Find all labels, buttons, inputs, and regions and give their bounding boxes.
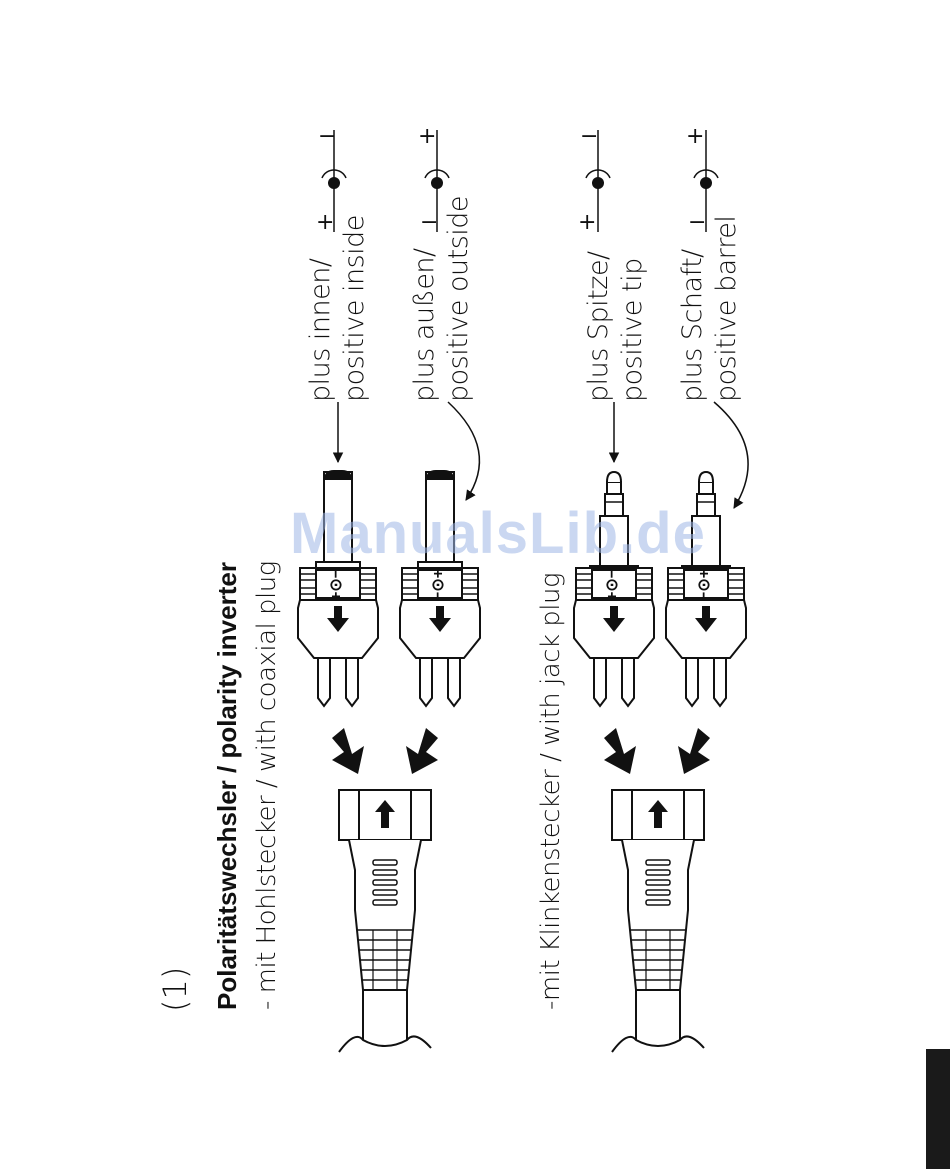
- section-number: (1): [156, 967, 194, 1012]
- receptacle-jack: [612, 790, 704, 1052]
- plug-polarity-label: −⊙+: [694, 569, 714, 601]
- plug-label: plus außen/ positive outside: [408, 196, 476, 402]
- polarity-sign: +: [578, 212, 596, 234]
- plug-label-de: plus außen/: [408, 196, 442, 402]
- insert-arrow: [332, 728, 710, 774]
- plug-label-de: plus Spitze/: [582, 251, 616, 402]
- plug-label-en: positive inside: [338, 215, 372, 402]
- polarity-sign: +: [686, 126, 704, 148]
- subtitle-coax: - mit Hohlstecker / with coaxial plug: [252, 561, 282, 1010]
- watermark: ManualsLib.de: [290, 500, 706, 567]
- plug-label-en: positive tip: [616, 251, 650, 402]
- subtitle-jack: -mit Klinkenstecker / with jack plug: [536, 573, 566, 1010]
- plug-polarity-label: +⊙−: [602, 569, 622, 601]
- page-thumb-tab: [926, 1049, 950, 1169]
- plug-label: plus Spitze/ positive tip: [582, 251, 650, 402]
- pointer-arrow: [714, 402, 748, 508]
- plug-label: plus Schaft/ positive barrel: [676, 216, 744, 402]
- receptacle-coax: [339, 790, 431, 1052]
- polarity-sign: +: [418, 126, 436, 148]
- plug-label-en: positive barrel: [710, 216, 744, 402]
- plug-label-de: plus Schaft/: [676, 216, 710, 402]
- plug-label-en: positive outside: [442, 196, 476, 402]
- page-title: Polaritätswechsler / polarity inverter: [212, 562, 243, 1010]
- plug-polarity-label: +⊙−: [326, 569, 346, 601]
- polarity-sign: −: [580, 126, 598, 148]
- polarity-sign: −: [318, 126, 336, 148]
- plug-label: plus innen/ positive inside: [304, 215, 372, 402]
- plug-label-de: plus innen/: [304, 215, 338, 402]
- plug-polarity-label: −⊙+: [428, 569, 448, 601]
